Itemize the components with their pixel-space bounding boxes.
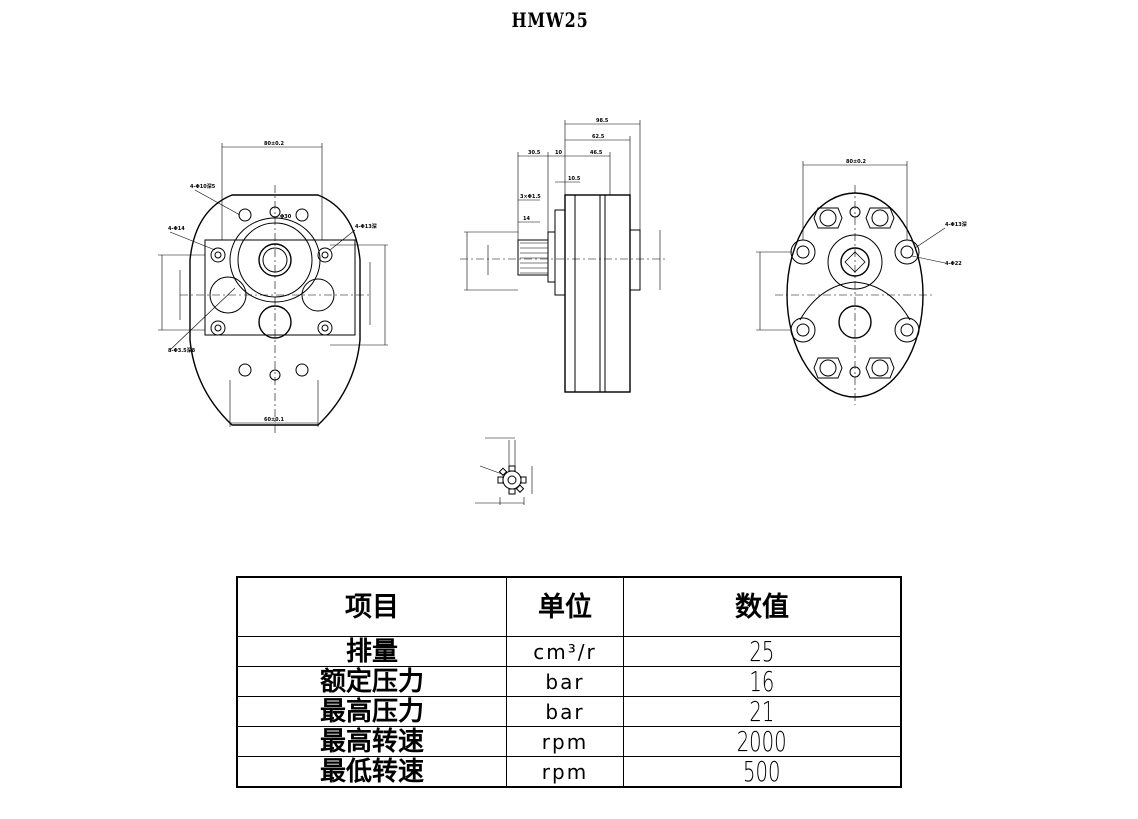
side-view: 98.5 62.5 30.5 10 46.5 10.5 3×Φ1.5 14 (460, 118, 665, 393)
row-item: 额定压力 (236, 666, 507, 697)
row-unit: bar (506, 696, 624, 727)
row-unit: bar (506, 666, 624, 697)
svg-text:14: 14 (523, 216, 530, 222)
table-row: 最高转速 rpm 2000 (236, 724, 902, 758)
svg-text:30.5: 30.5 (528, 150, 541, 156)
row-value: 16 (749, 664, 775, 698)
svg-text:4-Φ22: 4-Φ22 (945, 261, 962, 267)
row-value: 21 (749, 694, 775, 728)
table-row: 最低转速 rpm 500 (236, 754, 902, 788)
header-unit: 单位 (506, 576, 624, 637)
svg-text:60±0.1: 60±0.1 (264, 417, 285, 423)
row-unit: rpm (506, 726, 624, 757)
svg-text:46.5: 46.5 (590, 150, 603, 156)
svg-text:10.5: 10.5 (568, 176, 581, 182)
header-item: 项目 (236, 576, 507, 637)
table-row: 额定压力 bar 16 (236, 664, 902, 698)
front-view: 80±0.2 60±0.1 4-Φ10深5 4-Φ14 4-Φ13深 8-Φ3.… (158, 141, 388, 435)
technical-drawing: 80±0.2 60±0.1 4-Φ10深5 4-Φ14 4-Φ13深 8-Φ3.… (158, 118, 967, 505)
svg-text:62.5: 62.5 (592, 134, 605, 140)
row-value: 25 (749, 634, 775, 668)
table-row: 排量 cm³/r 25 (236, 634, 902, 668)
row-value: 500 (743, 754, 781, 788)
row-unit: cm³/r (506, 636, 624, 667)
svg-text:8-Φ3.5深8: 8-Φ3.5深8 (168, 347, 196, 354)
svg-text:3×Φ1.5: 3×Φ1.5 (520, 194, 541, 200)
spec-table-header: 项目 单位 数值 (236, 576, 902, 637)
spline-detail (475, 437, 533, 505)
spec-table: 项目 单位 数值 排量 cm³/r 25 额定压力 bar 16 最高压力 ba… (236, 576, 902, 788)
row-value: 2000 (737, 724, 787, 758)
svg-text:4-Φ14: 4-Φ14 (168, 226, 185, 232)
row-item: 最高压力 (236, 696, 507, 727)
table-row: 最高压力 bar 21 (236, 694, 902, 728)
header-value: 数值 (623, 576, 902, 637)
svg-text:4-Φ13深: 4-Φ13深 (945, 221, 967, 228)
row-item: 最高转速 (236, 726, 507, 757)
svg-text:80±0.2: 80±0.2 (264, 141, 285, 147)
svg-text:10: 10 (555, 150, 562, 156)
svg-text:4-Φ13深: 4-Φ13深 (355, 223, 377, 230)
svg-text:80±0.2: 80±0.2 (846, 159, 867, 165)
svg-text:98.5: 98.5 (596, 118, 609, 124)
row-item: 最低转速 (236, 756, 507, 788)
svg-text:4-Φ10深5: 4-Φ10深5 (190, 183, 216, 190)
svg-text:Φ30: Φ30 (280, 214, 292, 220)
row-item: 排量 (236, 636, 507, 667)
rear-view: 80±0.2 4-Φ13深 4-Φ22 (756, 159, 967, 405)
drawing-title: HMW25 (511, 8, 589, 32)
row-unit: rpm (506, 756, 624, 788)
